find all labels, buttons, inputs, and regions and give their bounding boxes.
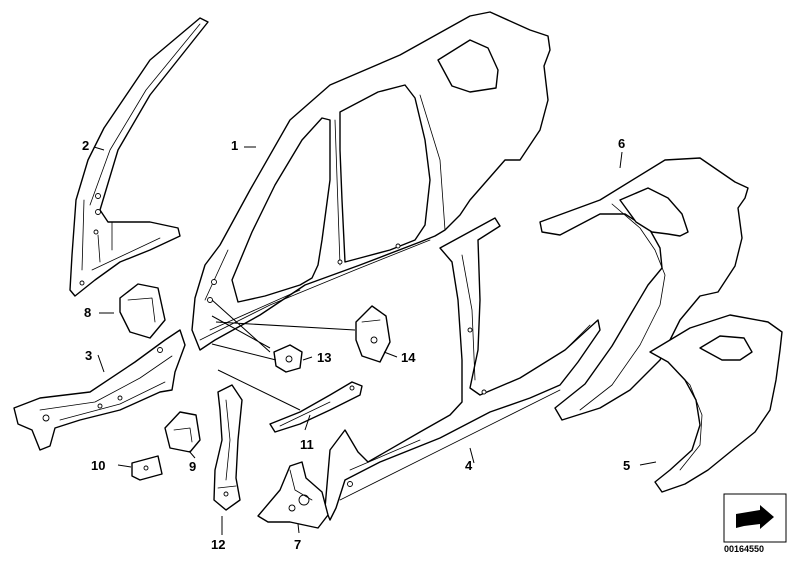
part-hinge-pillar-bracket — [213, 384, 243, 511]
part-support-bracket — [355, 305, 391, 363]
part-b-pillar-rocker — [324, 217, 601, 521]
callout-label-5: 5 — [623, 458, 631, 473]
callout-label-3: 3 — [85, 348, 93, 363]
callout-label-8: 8 — [84, 305, 92, 320]
callout-label-11: 11 — [300, 437, 314, 452]
part-cover-plate — [131, 455, 163, 481]
callout-label-4: 4 — [465, 458, 473, 473]
part-small-bracket — [164, 411, 201, 453]
callout-label-14: 14 — [401, 350, 416, 365]
brand-logo — [723, 493, 787, 543]
callout-label-10: 10 — [91, 458, 106, 473]
part-side-frame — [191, 11, 551, 351]
callout-label-1: 1 — [231, 138, 239, 153]
leader-lines — [93, 146, 657, 535]
part-reinforcement-strip — [269, 381, 363, 433]
part-rear-quarter-panel — [649, 314, 783, 493]
callout-label-13: 13 — [317, 350, 332, 365]
part-rocker-end-bracket — [257, 461, 329, 529]
part-rear-side-panel — [539, 157, 749, 421]
assembly-lines — [211, 299, 356, 411]
part-mounting-bracket — [273, 344, 303, 373]
callout-label-2: 2 — [82, 138, 90, 153]
part-a-pillar-inner — [69, 17, 209, 297]
callout-label-12: 12 — [211, 537, 226, 552]
callout-label-7: 7 — [294, 537, 302, 552]
diagram-id: 00164550 — [724, 544, 765, 554]
callout-label-9: 9 — [189, 459, 197, 474]
callout-label-6: 6 — [618, 136, 626, 151]
part-front-wheelhouse-bracket — [13, 329, 186, 451]
part-reinforcement-plate — [119, 283, 166, 339]
